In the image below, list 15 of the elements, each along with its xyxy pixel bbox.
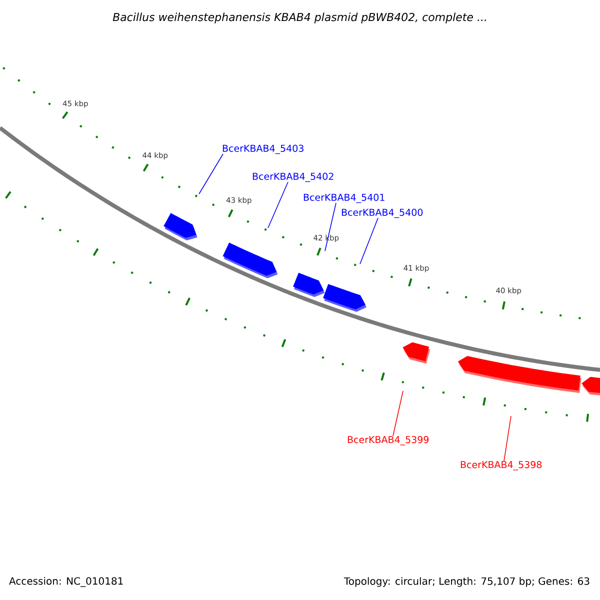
leader-line [268,182,288,228]
leader-line [392,390,404,436]
gene-label: BcerKBAB4_5398 [460,461,542,470]
leader-line [360,218,378,264]
leader-line [198,154,224,194]
leader-line [504,416,512,462]
gene-label: BcerKBAB4_5401 [304,194,384,203]
footer-text: Topology: circular; Length: 75,107 bp; Genes: 63 [344,577,590,587]
footer-text: Accession: NC_010181 [9,577,123,587]
gene-label: BcerKBAB4_5399 [348,436,429,446]
gene-label: BcerKBAB4_5402 [252,172,334,182]
leader-line [324,202,336,252]
gene-label: BcerKBAB4_5400 [342,208,423,218]
gene-label: BcerKBAB4_5403 [222,144,304,154]
title: Bacillus weihenstephanensis KBAB4 plasmid pBWB402, complete ... [112,12,486,24]
